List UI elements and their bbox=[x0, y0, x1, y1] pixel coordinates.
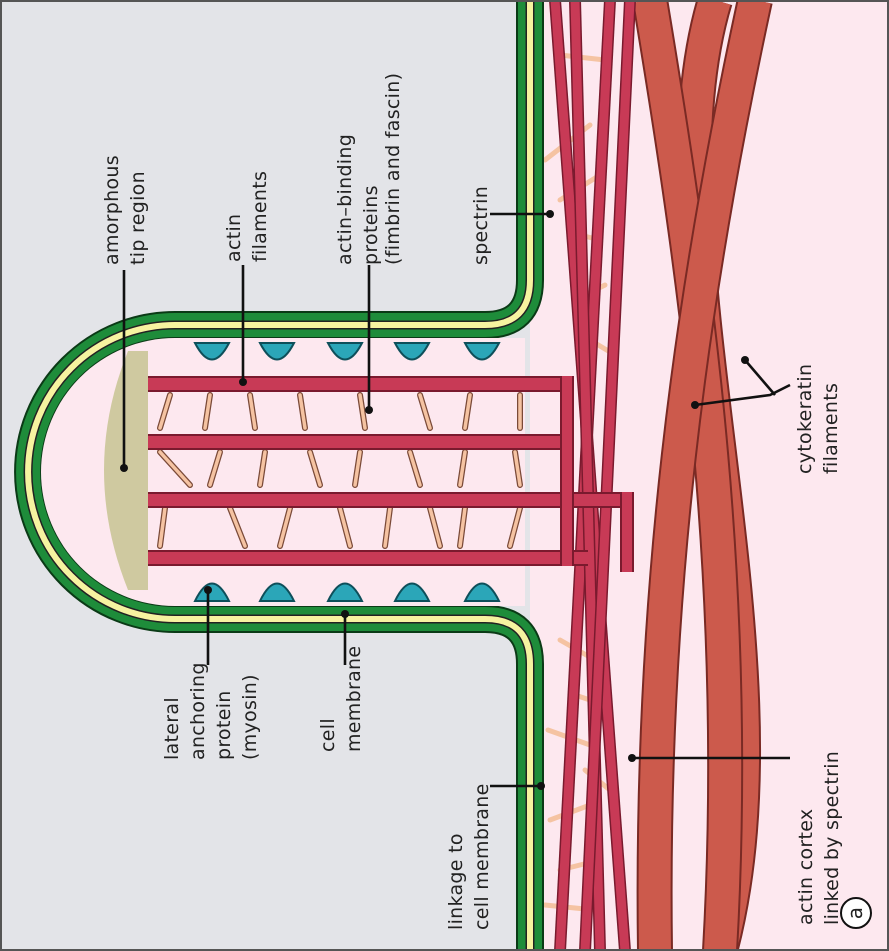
core-actin-filaments bbox=[148, 376, 634, 572]
label-actin-binding-proteins: actin–binding proteins (fimbrin and fasc… bbox=[334, 73, 404, 265]
label-cytokeratin: cytokeratin filaments bbox=[794, 357, 842, 474]
cell-membrane bbox=[14, 0, 544, 951]
label-spectrin: spectrin bbox=[470, 186, 492, 265]
leader-lines bbox=[120, 210, 791, 790]
label-cell-membrane: cell membrane bbox=[317, 646, 365, 752]
cytokeratin-filaments bbox=[632, 0, 773, 951]
label-actin-filaments: actin filaments bbox=[223, 171, 271, 262]
panel-letter: a bbox=[843, 907, 867, 920]
actin-binding-crosslinks-fill bbox=[158, 393, 522, 548]
label-lateral-anchoring: lateral anchoring protein (myosin) bbox=[161, 656, 261, 760]
panel-letter-badge: a bbox=[840, 897, 872, 929]
label-actin-cortex: actin cortex linked by spectrin bbox=[795, 751, 843, 925]
myosin-anchors bbox=[193, 342, 501, 602]
actin-cortex-filaments bbox=[549, 0, 636, 951]
label-amorphous-tip: amorphous tip region bbox=[101, 149, 149, 265]
label-linkage-to-membrane: linkage to cell membrane bbox=[445, 783, 493, 930]
